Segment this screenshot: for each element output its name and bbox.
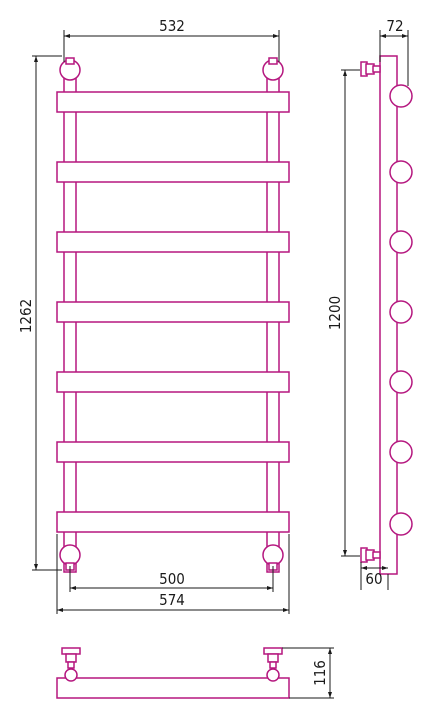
bottom-right-mount-bracket [262, 544, 284, 566]
plan-left-tube-end [64, 668, 78, 682]
plan-right-tube-end [266, 668, 280, 682]
side-bottom-bracket-stem [372, 551, 381, 559]
dimension-side-depth-bottom: 60 [360, 562, 389, 590]
side-rung-end [389, 440, 413, 464]
side-top-bracket-stem [372, 65, 381, 73]
dimension-overall-width: 574 [56, 534, 290, 614]
front-view [56, 57, 290, 573]
rung [56, 91, 290, 113]
rung [56, 441, 290, 463]
side-rung-end [389, 84, 413, 108]
dimension-label-top-width: 532 [159, 17, 185, 35]
plan-view [56, 647, 290, 699]
side-rung-end [389, 160, 413, 184]
rung [56, 161, 290, 183]
side-rung-end [389, 370, 413, 394]
side-rung-end [389, 512, 413, 536]
rung [56, 231, 290, 253]
dimension-label-overall-height: 1262 [17, 299, 35, 333]
dimension-side-depth-top: 72 [379, 17, 409, 86]
plan-left-wall-plate [61, 647, 81, 655]
plan-right-bracket-stem [269, 661, 277, 669]
rung [56, 301, 290, 323]
dimension-label-side-depth-bottom: 60 [365, 570, 382, 588]
side-view [360, 55, 413, 575]
dimension-label-mount-height: 1200 [326, 296, 344, 330]
plan-rung-bar [56, 677, 290, 699]
top-right-mount-cap [268, 57, 278, 65]
plan-right-wall-plate [263, 647, 283, 655]
dimension-label-mount-spacing: 500 [159, 570, 185, 588]
dimension-overall-height: 1262 [17, 55, 62, 571]
plan-left-bracket-stem [67, 661, 75, 669]
dimension-label-side-depth-top: 72 [386, 17, 403, 35]
plan-right-bracket-body [267, 653, 279, 663]
side-rung-end [389, 230, 413, 254]
rung [56, 511, 290, 533]
side-rung-end [389, 300, 413, 324]
bottom-left-mount-bracket [59, 544, 81, 566]
dimension-mount-spacing: 500 [69, 566, 274, 592]
dimension-top-width: 532 [63, 17, 280, 62]
plan-left-bracket-body [65, 653, 77, 663]
dimension-label-plan-depth: 116 [311, 660, 329, 686]
rung [56, 371, 290, 393]
dimension-label-overall-width: 574 [159, 591, 185, 609]
dimension-mount-height: 1200 [326, 69, 360, 557]
top-left-mount-cap [65, 57, 75, 65]
dimension-plan-depth: 116 [282, 647, 334, 699]
